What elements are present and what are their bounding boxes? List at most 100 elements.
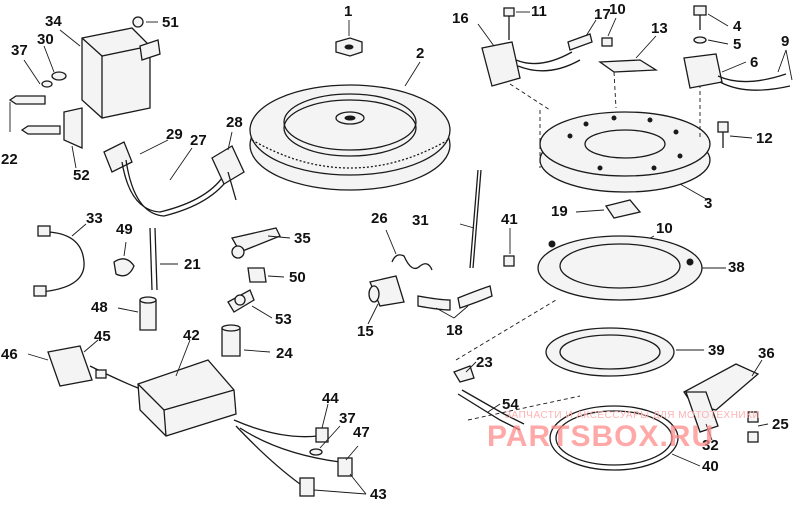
- callout-51: 51: [162, 14, 179, 31]
- stud-21: [149, 227, 158, 291]
- callout-2: 2: [416, 45, 425, 62]
- terminal-44: [315, 427, 329, 443]
- retainer-40: [549, 405, 679, 471]
- callout-4: 4: [733, 18, 742, 35]
- callout-25: 25: [772, 416, 789, 433]
- callout-28: 28: [226, 114, 243, 131]
- callout-49: 49: [116, 221, 133, 238]
- callout-29: 29: [166, 126, 183, 143]
- screw-25: [747, 411, 759, 443]
- terminal-47: [337, 457, 353, 477]
- callout-54: 54: [502, 396, 519, 413]
- screw-22-upper: [8, 95, 46, 105]
- callout-10-lower: 10: [656, 220, 673, 237]
- spring-26: [391, 254, 433, 271]
- callout-47: 47: [353, 424, 370, 441]
- callout-19: 19: [551, 203, 568, 220]
- washer-5: [693, 36, 707, 44]
- callout-33: 33: [86, 210, 103, 227]
- callout-24: 24: [276, 345, 293, 362]
- callout-13: 13: [651, 20, 668, 37]
- screw-4: [693, 5, 707, 30]
- watermark-logo: PARTSBOX.RU: [487, 420, 715, 453]
- coil-16: [481, 41, 581, 87]
- spacer-24: [221, 324, 241, 357]
- clip-15: [368, 275, 405, 307]
- flywheel: [249, 84, 451, 191]
- connector-45: [47, 345, 139, 389]
- cam-19: [604, 199, 642, 219]
- spacer-48: [139, 296, 157, 331]
- screw-41: [503, 255, 515, 267]
- callout-44: 44: [322, 390, 339, 407]
- callout-17: 17: [594, 6, 611, 23]
- callout-37-upper: 37: [11, 42, 28, 59]
- callout-34: 34: [45, 13, 62, 30]
- spark-plug-leads: [103, 141, 245, 217]
- callout-35: 35: [294, 230, 311, 247]
- callout-45: 45: [94, 328, 111, 345]
- terminal-43: [299, 477, 315, 497]
- nut-37-lower: [309, 448, 323, 456]
- rod-31: [469, 169, 482, 269]
- callout-30: 30: [37, 31, 54, 48]
- callout-46: 46: [1, 346, 18, 363]
- callout-12: 12: [756, 130, 773, 147]
- lever-35: [231, 227, 281, 259]
- washer-30: [51, 71, 67, 81]
- callout-52: 52: [73, 167, 90, 184]
- screw-10-upper: [601, 37, 613, 47]
- clip-49: [113, 258, 135, 277]
- callout-21: 21: [184, 256, 201, 273]
- ignition-coil-upper: [63, 27, 161, 150]
- coil-6: [683, 53, 791, 91]
- screw-22-lower: [20, 125, 61, 135]
- callout-40: 40: [702, 458, 719, 475]
- cap-51: [132, 16, 144, 28]
- bracket-32: [683, 363, 760, 433]
- callout-27: 27: [190, 132, 207, 149]
- callout-10-upper: 10: [609, 1, 626, 18]
- callout-15: 15: [357, 323, 374, 340]
- callout-18: 18: [446, 322, 463, 339]
- lever-54: [457, 389, 525, 431]
- callout-5: 5: [733, 36, 742, 53]
- callout-38: 38: [728, 259, 745, 276]
- callout-31: 31: [412, 212, 429, 229]
- screw-12: [717, 121, 729, 148]
- timer-base-38: [537, 235, 703, 301]
- callout-16: 16: [452, 10, 469, 27]
- callout-22: 22: [1, 151, 18, 168]
- callout-43: 43: [370, 486, 387, 503]
- callout-48: 48: [91, 299, 108, 316]
- bracket-13: [598, 59, 659, 73]
- callout-32: 32: [702, 437, 719, 454]
- flywheel-nut: [335, 37, 363, 57]
- screw-11: [503, 7, 515, 40]
- callout-11: 11: [531, 3, 547, 20]
- harness-wires: [233, 419, 341, 485]
- callout-42: 42: [183, 327, 200, 344]
- callout-39: 39: [708, 342, 725, 359]
- watermark-caption: ЗАПЧАСТИ И АКСЕССУАРЫ ДЛЯ МОТОТЕХНИКИ: [505, 410, 761, 421]
- wire-17: [567, 33, 593, 51]
- callout-9: 9: [781, 33, 790, 50]
- hose-18: [417, 285, 493, 311]
- callout-36: 36: [758, 345, 775, 362]
- callout-3: 3: [704, 195, 713, 212]
- callout-1: 1: [344, 3, 353, 20]
- callout-41: 41: [501, 211, 518, 228]
- callout-53: 53: [275, 311, 292, 328]
- callout-50: 50: [289, 269, 306, 286]
- callout-37-lower: 37: [339, 410, 356, 427]
- callout-26: 26: [371, 210, 388, 227]
- nut-37: [41, 80, 53, 88]
- power-pack-42: [137, 359, 237, 437]
- stator-plate: [539, 111, 711, 193]
- clip-23: [453, 365, 475, 383]
- callout-23: 23: [476, 354, 493, 371]
- connector-50: [247, 267, 267, 283]
- ring-39: [545, 327, 675, 377]
